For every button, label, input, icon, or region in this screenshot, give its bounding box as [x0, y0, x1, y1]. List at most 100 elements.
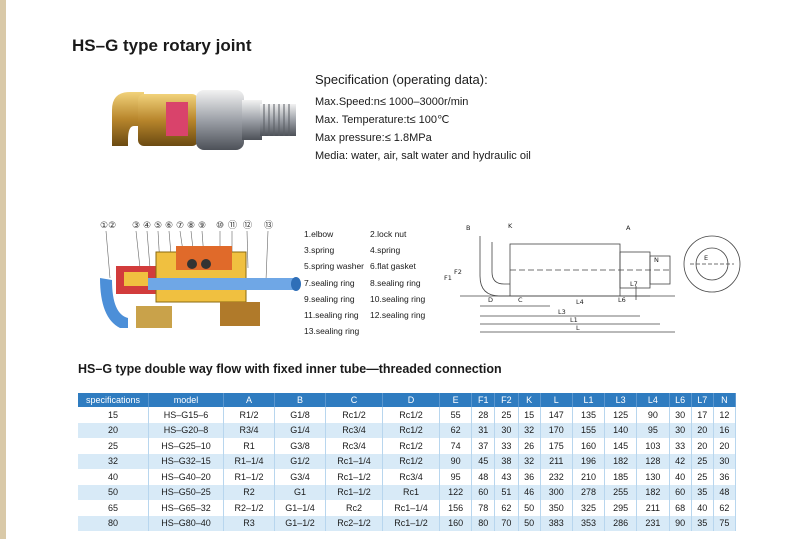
table-cell: 42 — [669, 453, 692, 469]
table-cell: Rc1–1/4 — [325, 453, 383, 469]
table-cell: 231 — [636, 515, 670, 531]
table-cell: R2 — [223, 484, 275, 500]
table-cell: 40 — [691, 500, 714, 516]
table-cell: 32 — [518, 422, 541, 438]
table-cell: 170 — [540, 422, 573, 438]
table-cell: 28 — [471, 407, 496, 423]
table-cell: 51 — [494, 484, 519, 500]
dim-label-d: D — [488, 296, 493, 304]
header-cell: L4 — [636, 393, 670, 407]
table-cell: 30 — [669, 407, 692, 423]
callout-3: ③ — [132, 221, 140, 231]
table-cell: R1 — [223, 438, 275, 454]
table-cell: 62 — [494, 500, 519, 516]
table-cell: 147 — [540, 407, 573, 423]
table-cell: 15 — [518, 407, 541, 423]
callout-6: ⑥ — [165, 221, 173, 231]
header-cell: L6 — [669, 393, 692, 407]
table-cell: 40 — [669, 469, 692, 485]
specification-block: Specification (operating data): Max.Spee… — [315, 72, 531, 165]
table-cell: Rc1–1/2 — [325, 469, 383, 485]
table-cell: 50 — [78, 484, 149, 500]
table-cell: 20 — [78, 422, 149, 438]
table-cell: 90 — [439, 453, 473, 469]
table-cell: HS–G32–15 — [148, 453, 224, 469]
dim-label-f2: F2 — [454, 268, 462, 276]
table-cell: 182 — [604, 453, 638, 469]
table-cell: 48 — [713, 484, 737, 500]
table-cell: R3/4 — [223, 422, 275, 438]
header-cell: specifications — [78, 393, 149, 407]
table-cell: Rc1/2 — [382, 422, 440, 438]
table-cell: 30 — [494, 422, 519, 438]
table-cell: 155 — [572, 422, 606, 438]
dim-label-l3: L3 — [558, 308, 566, 316]
table-cell: 80 — [78, 515, 149, 531]
part-item: 12.sealing ring — [370, 310, 426, 321]
table-cell: 40 — [78, 469, 149, 485]
table-cell: 50 — [518, 500, 541, 516]
table-cell: 17 — [691, 407, 714, 423]
dim-label-f1: F1 — [444, 274, 452, 282]
header-cell: L1 — [572, 393, 606, 407]
table-cell: 25 — [78, 438, 149, 454]
table-cell: R3 — [223, 515, 275, 531]
table-cell: 95 — [439, 469, 473, 485]
table-cell: G3/8 — [274, 438, 326, 454]
table-cell: Rc1/2 — [382, 453, 440, 469]
table-cell: 278 — [572, 484, 606, 500]
dimension-drawing: B K A F1 F2 N L7 L6 L4 L3 L1 L D C E — [444, 222, 741, 333]
table-cell: HS–G20–8 — [148, 422, 224, 438]
callout-11: ⑪ — [228, 220, 237, 231]
specifications-table: specifications model A B C D E F1 F2 K L… — [78, 393, 737, 531]
part-item: 3.spring — [304, 245, 335, 256]
table-cell: 31 — [471, 422, 496, 438]
header-cell: model — [148, 393, 224, 407]
table-cell: 300 — [540, 484, 573, 500]
table-cell: HS–G25–10 — [148, 438, 224, 454]
cutaway-diagram: ①② ③ ④ ⑤ ⑥ ⑦ ⑧ ⑨ ⑩ ⑪ ⑫ ⑬ — [100, 220, 301, 328]
table-cell: 25 — [691, 453, 714, 469]
table-cell: 286 — [604, 515, 638, 531]
table-cell: Rc1/2 — [382, 407, 440, 423]
table-cell: 26 — [518, 438, 541, 454]
header-cell: K — [518, 393, 541, 407]
header-cell: E — [439, 393, 473, 407]
dim-label-l6: L6 — [618, 296, 626, 304]
table-cell: 30 — [713, 453, 737, 469]
part-item: 8.sealing ring — [370, 277, 421, 288]
table-cell: 211 — [540, 453, 573, 469]
part-item: 10.sealing ring — [370, 293, 426, 304]
table-cell: 62 — [439, 422, 473, 438]
table-cell: 122 — [439, 484, 473, 500]
dim-label-l4: L4 — [576, 298, 584, 306]
table-cell: 78 — [471, 500, 496, 516]
dim-label-l: L — [576, 324, 580, 332]
dim-label-l7: L7 — [630, 280, 638, 288]
table-cell: 48 — [471, 469, 496, 485]
table-cell: 160 — [439, 515, 473, 531]
dim-label-a: A — [626, 224, 631, 232]
part-item: 7.sealing ring — [304, 277, 355, 288]
left-border — [0, 0, 6, 539]
part-item: 2.lock nut — [370, 229, 407, 239]
table-cell: 103 — [636, 438, 670, 454]
table-cell: Rc1/2 — [382, 438, 440, 454]
table-cell: Rc3/4 — [325, 422, 383, 438]
part-item: 5.spring washer — [304, 261, 365, 272]
table-cell: 325 — [572, 500, 606, 516]
table-cell: 35 — [691, 515, 714, 531]
table-cell: R1–1/4 — [223, 453, 275, 469]
table-cell: 20 — [691, 422, 714, 438]
table-cell: 160 — [572, 438, 606, 454]
table-cell: 156 — [439, 500, 473, 516]
dim-label-n: N — [654, 256, 659, 264]
header-cell: C — [325, 393, 383, 407]
